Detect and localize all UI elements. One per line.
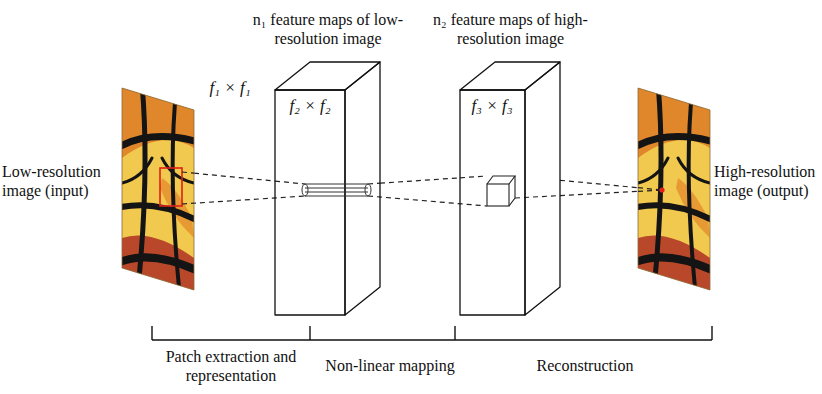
projection-line: [182, 196, 305, 204]
feature-map-slab: n₂ feature maps of high-resolution image…: [460, 62, 560, 315]
projection-line: [275, 181, 305, 184]
feature-map-slab: n₁ feature maps of low-resolution imagef…: [275, 62, 380, 315]
projection-connector: [380, 178, 460, 183]
stage-label: Reconstruction: [518, 356, 652, 375]
feature-map-heading: n₁ feature maps of low-resolution image: [243, 10, 413, 48]
projection-line: [460, 176, 487, 178]
projection-line: [368, 196, 487, 206]
feature-map-heading: n₂ feature maps of high-resolution image: [418, 10, 603, 48]
projection-connector: [194, 173, 275, 181]
filter-size: f₁ × f₁: [198, 78, 262, 97]
stage-label: Non-linear mapping: [318, 356, 462, 375]
image-label: High-resolution image (output): [714, 162, 820, 200]
output-image: High-resolution image (output): [638, 88, 710, 290]
input-image: Low-resolution image (input): [122, 88, 194, 290]
filter-size: f₂ × f₂: [280, 96, 340, 115]
input-image-figure: [122, 88, 194, 290]
stage-label: Patch extraction and representation: [161, 347, 301, 385]
projection-line: [368, 183, 380, 185]
projection-connector: [560, 180, 638, 187]
image-label: Low-resolution image (input): [2, 162, 116, 200]
output-image-figure: [638, 88, 710, 290]
filter-size: f₃ × f₃: [463, 96, 521, 115]
